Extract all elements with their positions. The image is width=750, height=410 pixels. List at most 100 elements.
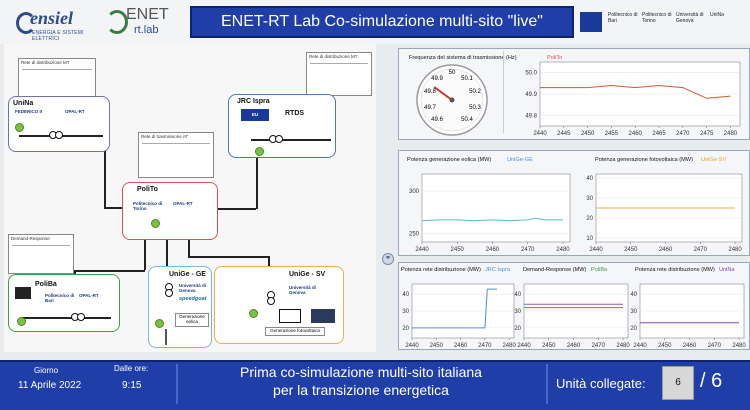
poliba-label: PoliBa xyxy=(35,281,57,288)
time-value: 9:15 xyxy=(122,380,142,391)
x-tick-label: 2480 xyxy=(502,343,516,349)
x-tick-label: 2470 xyxy=(592,343,606,349)
rtds-logo: RTDS xyxy=(285,110,305,117)
transformer-icon xyxy=(267,297,275,305)
thumbnail-label: Rete di distribuzione MT xyxy=(309,54,358,59)
enet-logo: ENET rt.lab xyxy=(104,6,180,38)
unige-logo: Università di Genova xyxy=(179,283,207,293)
unige-ge-label: UniGe - GE xyxy=(169,271,206,278)
gauge-label: 49.6 xyxy=(431,117,443,123)
connected-units-label: Unità collegate: xyxy=(556,376,646,391)
partner-logo-poliba: Politecnico di Bari xyxy=(608,12,638,24)
y-tick-label: 30 xyxy=(630,309,637,315)
x-tick-label: 2470 xyxy=(694,247,708,253)
wind-turbine-icon xyxy=(165,329,167,345)
ensiel-logo-text: ensiel xyxy=(30,8,73,28)
page-title: ENET-RT Lab Co-simulazione multi-sito "l… xyxy=(221,13,543,30)
x-tick-label: 2475 xyxy=(700,131,714,137)
unige-sv-node: UniGe - SV Università di Genova Generazi… xyxy=(214,266,344,344)
status-dot xyxy=(255,147,264,156)
line xyxy=(104,138,106,208)
eu-flag-icon xyxy=(580,12,602,32)
solar-panel-icon xyxy=(311,309,335,323)
wind-panel-title: Potenza generazione eolica (MW) xyxy=(407,157,492,163)
y-tick-label: 40 xyxy=(586,176,593,182)
partner-logo-unina: UniNa xyxy=(710,12,724,18)
federico-ii-logo: FEDERICO II xyxy=(15,109,43,114)
day-label: Giorno xyxy=(34,366,59,375)
status-dot xyxy=(151,219,160,228)
y-tick-label: 20 xyxy=(586,216,593,222)
speedgoat-logo: speedgoat xyxy=(179,296,207,302)
enet-logo-text: ENET xyxy=(126,6,169,23)
y-tick-label: 30 xyxy=(402,309,409,315)
gauge-label: 50.4 xyxy=(461,117,473,123)
x-tick-label: 2460 xyxy=(683,343,697,349)
y-tick-label: 10 xyxy=(586,236,593,242)
y-tick-label: 49.8 xyxy=(525,113,537,119)
gauge-label: 50.1 xyxy=(461,76,473,82)
frequency-panel-tag: PoliTo xyxy=(547,55,563,61)
y-tick-label: 300 xyxy=(409,189,420,195)
x-tick-label: 2450 xyxy=(542,343,556,349)
y-tick-label: 50.0 xyxy=(525,71,537,77)
line xyxy=(104,207,124,209)
thumbnail-label: Demand-Response xyxy=(11,236,50,241)
gauge-hub xyxy=(449,97,455,103)
status-dot xyxy=(155,319,164,328)
x-tick-label: 2470 xyxy=(708,343,722,349)
page-title-banner: ENET-RT Lab Co-simulazione multi-sito "l… xyxy=(190,6,574,38)
eu-flag-icon: EU xyxy=(241,109,269,121)
dr-chart-title: Demand-Response (MW) xyxy=(523,267,587,273)
y-tick-label: 40 xyxy=(514,292,521,298)
y-tick-label: 250 xyxy=(409,232,420,238)
x-tick-label: 2450 xyxy=(624,247,638,253)
thumbnail-label: Rete di trasmissione AT xyxy=(141,134,189,139)
footer-message-line1: Prima co-simulazione multi-sito italiana xyxy=(240,364,482,380)
transformer-icon xyxy=(165,289,173,297)
y-tick-label: 40 xyxy=(402,292,409,298)
total-units: / 6 xyxy=(700,370,723,392)
series-line-0 xyxy=(412,288,497,329)
x-tick-label: 2440 xyxy=(517,343,531,349)
link-icon[interactable]: ⚭ xyxy=(382,253,394,265)
line xyxy=(256,156,258,209)
line xyxy=(188,256,268,258)
y-tick-label: 20 xyxy=(630,326,637,332)
x-tick-label: 2450 xyxy=(430,343,444,349)
series-line-0 xyxy=(540,84,731,99)
x-tick-label: 2465 xyxy=(652,131,666,137)
y-tick-label: 30 xyxy=(514,309,521,315)
x-tick-label: 2470 xyxy=(521,247,535,253)
y-tick-label: 20 xyxy=(514,326,521,332)
unina-label: UniNa xyxy=(13,100,34,107)
wind-panel-tag: UniGe-GE xyxy=(507,157,533,163)
status-dot xyxy=(249,309,258,318)
line xyxy=(251,139,331,141)
x-tick-label: 2440 xyxy=(415,247,429,253)
pv-panel-title: Potenza generazione fotovoltaica (MW) xyxy=(595,157,693,163)
x-tick-label: 2480 xyxy=(616,343,630,349)
transformer-icon xyxy=(77,313,85,321)
x-tick-label: 2460 xyxy=(567,343,581,349)
x-tick-label: 2480 xyxy=(724,131,738,137)
mt-network-thumbnail-right: Rete di distribuzione MT xyxy=(306,52,372,96)
unige-logo: Università di Genova xyxy=(289,285,317,295)
poliba-node: PoliBa Politecnico di Bari OPAL-RT xyxy=(8,274,120,332)
ensiel-logo-subtitle: ENERGIA E SISTEMI ELETTRICI xyxy=(32,30,84,42)
caption: Generazione fotovoltaica xyxy=(265,327,325,336)
polito-node: PoliTo Politecnico di Torino OPAL-RT xyxy=(122,182,218,240)
x-tick-label: 2460 xyxy=(629,131,643,137)
gauge-label: 50.3 xyxy=(469,105,481,111)
line xyxy=(74,270,145,272)
x-tick-label: 2480 xyxy=(556,247,570,253)
demand-response-thumbnail: Demand-Response xyxy=(8,234,74,274)
pv-panel-tag: UniGe-SV xyxy=(701,157,727,163)
x-tick-label: 2440 xyxy=(405,343,419,349)
inverter-icon xyxy=(279,309,301,323)
from-time-label: Dalle ore: xyxy=(114,364,149,373)
line xyxy=(188,240,190,256)
